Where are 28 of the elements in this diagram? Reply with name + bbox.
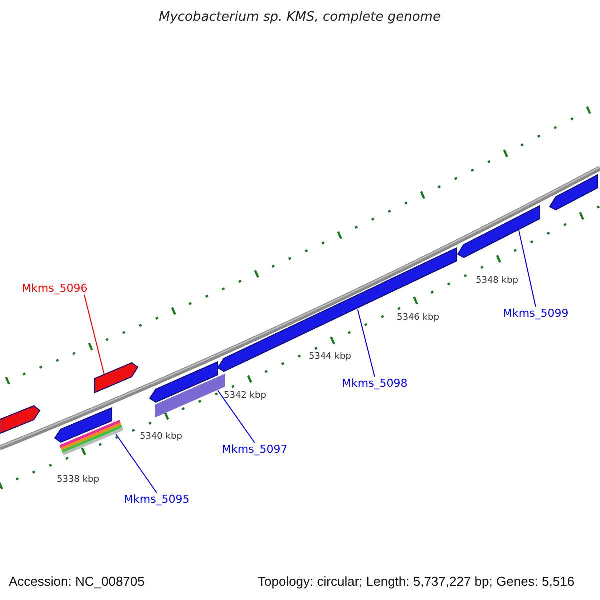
accession-text: Accession: NC_008705: [9, 574, 145, 589]
title: Mycobacterium sp. KMS, complete genome: [158, 10, 442, 25]
scale-label: 5342 kbp: [224, 391, 266, 401]
scale-label: 5348 kbp: [476, 276, 518, 286]
gene-block: [218, 248, 457, 372]
gene-block: [55, 408, 112, 442]
leader-line: [518, 229, 536, 308]
feature-bar: [155, 374, 225, 418]
scale-label: 5346 kbp: [397, 313, 440, 323]
genome-summary: Topology: circular; Length: 5,737,227 bp; Genes: 5,516: [258, 574, 575, 589]
scale-label: 5338 kbp: [57, 475, 100, 485]
gene-label: Mkms_5096: [22, 282, 88, 295]
gene-block: [550, 175, 598, 211]
gene-block: [0, 406, 40, 434]
gene-block: [95, 363, 138, 393]
gene-label: Mkms_5095: [124, 493, 190, 506]
leader-line: [218, 390, 256, 444]
leader-line: [116, 434, 158, 494]
leader-line: [84, 294, 106, 376]
gene-label: Mkms_5098: [342, 377, 408, 390]
feature-stripes: [60, 420, 123, 456]
gene-block: [150, 362, 218, 402]
gene-label: Mkms_5097: [222, 443, 288, 456]
scale-label: 5344 kbp: [309, 352, 352, 362]
scale-label: 5340 kbp: [140, 432, 182, 442]
leader-line: [357, 309, 376, 378]
gene-block: [458, 206, 540, 258]
gene-label: Mkms_5099: [503, 307, 569, 320]
